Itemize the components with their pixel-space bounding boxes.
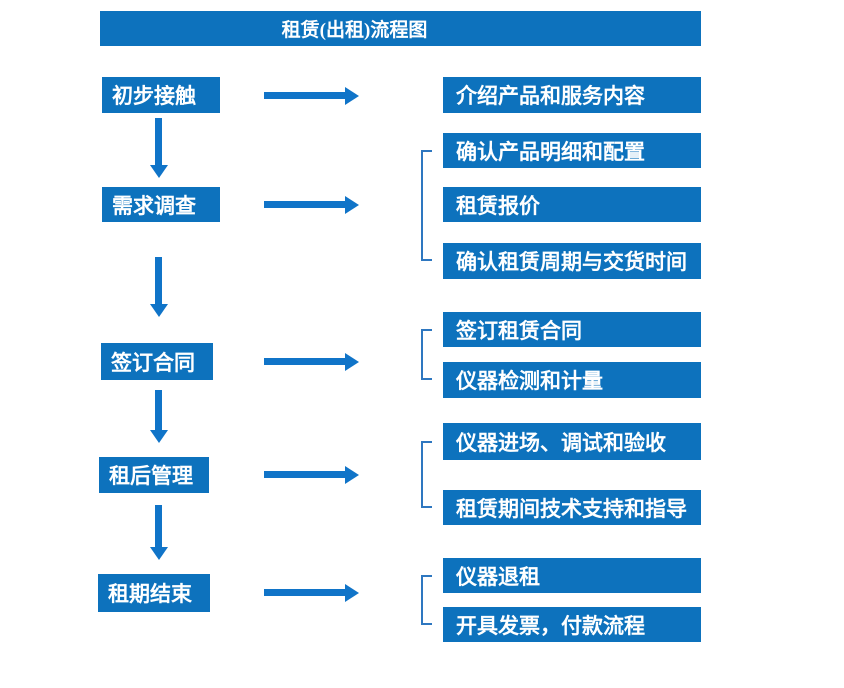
- detail-box-technical-support: 租赁期间技术支持和指导: [443, 490, 701, 525]
- detail-box-confirm-product-config: 确认产品明细和配置: [443, 133, 701, 168]
- stage-box-initial-contact: 初步接触: [102, 77, 220, 113]
- detail-box-confirm-period-delivery: 确认租赁周期与交货时间: [443, 243, 701, 279]
- stage-label: 需求调查: [112, 193, 196, 218]
- detail-box-introduce-products: 介绍产品和服务内容: [443, 77, 701, 113]
- stage-box-sign-contract: 签订合同: [101, 343, 213, 380]
- group-bracket-demand-survey: [421, 150, 432, 261]
- stage-box-post-rental-management: 租后管理: [99, 457, 209, 493]
- stage-label: 签订合同: [111, 350, 195, 375]
- detail-label: 介绍产品和服务内容: [456, 84, 645, 108]
- down-arrow-connector-4: [155, 505, 162, 547]
- stage-label: 租后管理: [109, 464, 193, 488]
- detail-box-instrument-setup-acceptance: 仪器进场、调试和验收: [443, 423, 701, 460]
- stage-label: 初步接触: [112, 84, 196, 108]
- title-banner: 租赁(出租)流程图: [100, 11, 701, 46]
- detail-label: 仪器退租: [456, 564, 540, 589]
- stage-box-lease-end: 租期结束: [98, 574, 210, 612]
- detail-box-instrument-return: 仪器退租: [443, 558, 701, 593]
- down-arrow-connector-2: [155, 257, 162, 304]
- detail-box-invoice-payment: 开具发票，付款流程: [443, 607, 701, 642]
- detail-label: 确认租赁周期与交货时间: [456, 250, 687, 274]
- detail-box-sign-rental-contract: 签订租赁合同: [443, 312, 701, 347]
- detail-label: 仪器检测和计量: [456, 369, 603, 393]
- detail-box-instrument-testing: 仪器检测和计量: [443, 362, 701, 398]
- detail-label: 租赁期间技术支持和指导: [456, 496, 687, 521]
- down-arrow-connector-1: [155, 118, 162, 165]
- group-bracket-sign-contract: [421, 329, 432, 380]
- down-arrow-connector-3: [155, 390, 162, 430]
- right-arrow-connector-3: [264, 358, 345, 365]
- group-bracket-lease-end: [421, 575, 432, 625]
- right-arrow-connector-5: [264, 589, 345, 596]
- stage-label: 租期结束: [108, 582, 192, 606]
- detail-label: 确认产品明细和配置: [456, 139, 645, 164]
- detail-label: 租赁报价: [456, 193, 540, 218]
- detail-label: 仪器进场、调试和验收: [456, 430, 666, 455]
- detail-box-rental-quote: 租赁报价: [443, 187, 701, 222]
- page-title: 租赁(出租)流程图: [281, 20, 428, 41]
- right-arrow-connector-2: [264, 201, 345, 208]
- right-arrow-connector-4: [264, 471, 345, 478]
- stage-box-demand-survey: 需求调查: [102, 187, 220, 222]
- detail-label: 开具发票，付款流程: [456, 613, 645, 638]
- group-bracket-post-rental: [421, 441, 432, 508]
- detail-label: 签订租赁合同: [456, 318, 582, 343]
- right-arrow-connector-1: [264, 92, 345, 99]
